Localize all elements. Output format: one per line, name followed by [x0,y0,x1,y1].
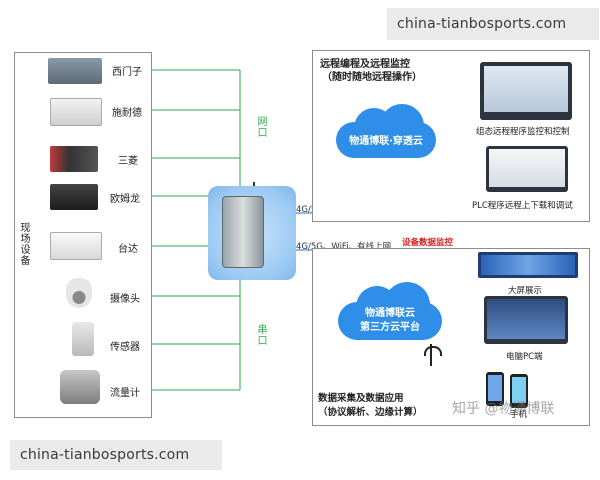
device-label-camera: 摄像头 [110,294,140,305]
pc-monitor-icon [484,296,568,344]
penetration-cloud-icon: 物通博联·穿透云 [336,104,436,160]
delta-plc-icon [50,232,102,260]
device-label-schneider: 施耐德 [112,108,142,119]
gateway-device-icon [222,196,264,268]
data-monitor-label: 设备数据监控 [402,238,454,248]
camera-icon [66,278,92,308]
data-item-bigscreen: 大屏展示 [508,286,543,296]
device-label-mitsubishi: 三菱 [118,156,138,167]
remote-item-scada: 组态远程程序监控和控制 [476,127,570,137]
device-label-siemens: 西门子 [112,67,142,78]
scada-monitor-icon [480,62,572,120]
omron-plc-icon [50,184,98,210]
cloud-bottom-line2: 第三方云平台 [360,322,420,333]
wireless-signal-icon [424,346,442,356]
field-equipment-label: 现场设备 [18,222,29,266]
cloud-bottom-line1: 物通博联云 [365,308,415,319]
cloud-top-label: 物通博联·穿透云 [349,136,423,147]
device-label-sensor: 传感器 [110,342,140,353]
serial-port-label: 串口 [255,324,266,346]
remote-title-line1: 远程编程及远程监控 [320,59,410,70]
phone-icon-1 [486,372,504,406]
data-item-phone: 手机 [510,410,528,420]
watermark-top: china-tianbosports.com [387,8,599,40]
data-title-line2: （协议解析、边缘计算） [318,407,423,418]
network-port-label: 网口 [255,116,266,138]
link-label-bottom: 4G/5G、WiFi、有线上网 [296,242,392,252]
remote-item-plc: PLC程序远程上下载和调试 [472,201,573,211]
data-item-pc: 电脑PC端 [506,352,543,362]
schneider-plc-icon [50,98,102,126]
sensor-icon [72,322,94,356]
zhihu-watermark: 知乎 @物通博联 [452,401,555,417]
siemens-plc-icon [48,58,102,84]
device-label-flowmeter: 流量计 [110,388,140,399]
flowmeter-icon [60,370,100,404]
plc-program-monitor-icon [486,146,568,192]
watermark-bottom: china-tianbosports.com [10,440,222,470]
data-title-line1: 数据采集及数据应用 [318,393,404,404]
phone-icon-2 [510,374,528,408]
third-party-cloud-icon: 物通博联云 第三方云平台 [338,282,442,342]
device-label-delta: 台达 [118,244,138,255]
mitsubishi-plc-icon [50,146,98,172]
device-label-omron: 欧姆龙 [110,194,140,205]
big-screen-icon [478,252,578,278]
remote-title-line2: （随时随地远程操作） [322,72,422,83]
